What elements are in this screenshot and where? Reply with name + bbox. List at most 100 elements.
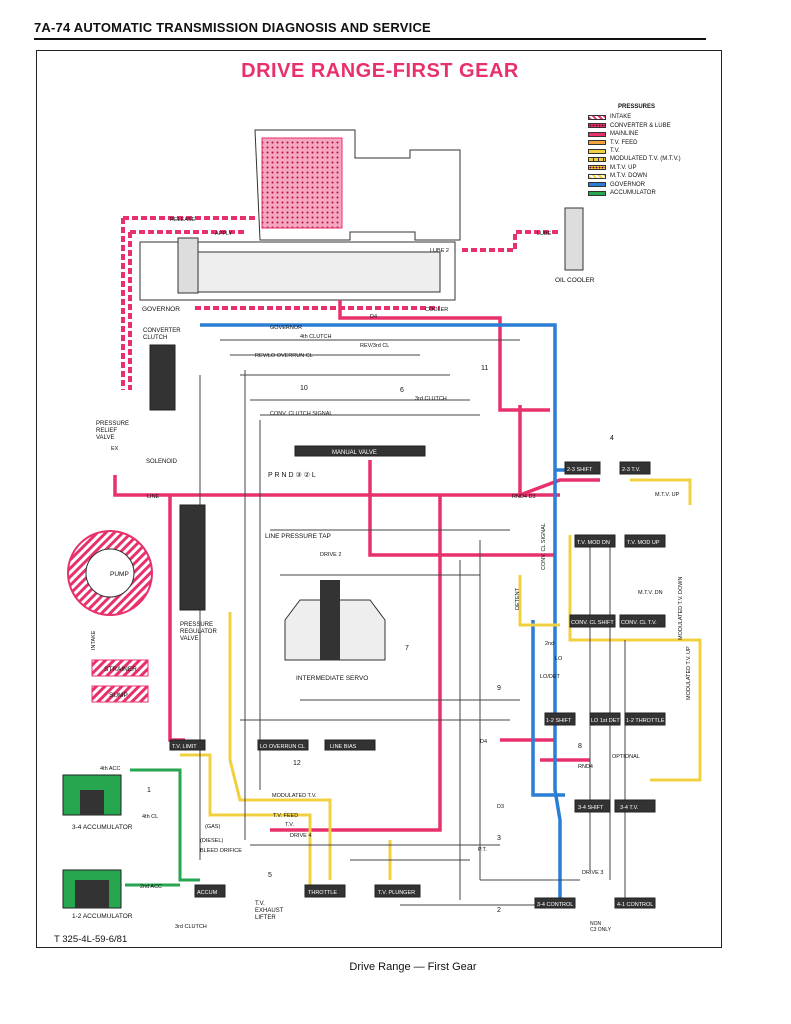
accumulator-34 bbox=[62, 774, 122, 816]
accumulator-lines bbox=[125, 768, 200, 887]
label-lo: LO bbox=[555, 656, 563, 662]
label-lube2: LUBE 2 bbox=[430, 248, 449, 254]
label-3rd-clutch: 3rd CLUTCH bbox=[415, 396, 447, 402]
label-2-3-shift: 2-3 SHIFT bbox=[567, 467, 593, 473]
label-ex: EX bbox=[111, 446, 119, 452]
legend-item: M.T.V. UP bbox=[588, 164, 681, 172]
legend-item: MAINLINE bbox=[588, 130, 681, 138]
pump bbox=[67, 530, 153, 616]
label-3-4-control: 3-4 CONTROL bbox=[537, 902, 573, 908]
legend-item: INTAKE bbox=[588, 113, 681, 121]
label-solenoid: SOLENOID bbox=[146, 459, 178, 465]
label-lube: LUBE bbox=[537, 231, 552, 237]
marker-1: 1 bbox=[147, 787, 151, 794]
intermediate-servo bbox=[284, 580, 386, 661]
label-release: RELEASE bbox=[170, 217, 196, 223]
label-1-2-throttle: 1-2 THROTTLE bbox=[626, 718, 665, 724]
legend-swatch bbox=[588, 123, 606, 129]
label-rnd4: RND4 bbox=[578, 764, 593, 770]
label-2nd-acc: 2nd ACC bbox=[140, 884, 162, 890]
label-2-3-tv: 2-3 T.V. bbox=[622, 467, 641, 473]
legend-label: MAINLINE bbox=[610, 131, 639, 138]
label-accum: ACCUM bbox=[197, 890, 218, 896]
label-drive2: DRIVE 2 bbox=[320, 552, 341, 558]
marker-10: 10 bbox=[300, 385, 308, 392]
legend-swatch bbox=[588, 165, 606, 171]
figure-caption: Drive Range — First Gear bbox=[349, 961, 477, 973]
label-sump: SUMP bbox=[109, 692, 128, 699]
legend-swatch bbox=[588, 148, 606, 154]
legend-item: T.V. bbox=[588, 147, 681, 155]
label-tv-limit: T.V. LIMIT bbox=[172, 744, 197, 750]
marker-12: 12 bbox=[293, 760, 301, 767]
label-line-pressure-tap: LINE PRESSURE TAP bbox=[265, 533, 331, 540]
figure-id: T 325-4L-59-6/81 bbox=[54, 934, 128, 945]
marker-6: 6 bbox=[400, 387, 404, 394]
label-conv-cl-tv: CONV. CL T.V. bbox=[621, 620, 657, 626]
label-rev3rd: REV/3rd CL bbox=[360, 343, 389, 349]
label-2nd: 2nd bbox=[545, 641, 554, 647]
label-d4: D4 bbox=[480, 739, 487, 745]
label-intake: INTAKE bbox=[91, 630, 97, 650]
label-tv-feed: T.V. FEED bbox=[273, 813, 298, 819]
label-line: LINE bbox=[147, 494, 160, 500]
page-header: 7A-74 AUTOMATIC TRANSMISSION DIAGNOSIS A… bbox=[34, 20, 431, 35]
header-rule bbox=[34, 38, 706, 40]
label-4-1-control: 4-1 CONTROL bbox=[617, 902, 653, 908]
label-conv-clutch-signal: CONV. CLUTCH SIGNAL bbox=[270, 411, 332, 417]
label-4th-acc: 4th ACC bbox=[100, 766, 121, 772]
legend-item: M.T.V. DOWN bbox=[588, 172, 681, 180]
oil-cooler bbox=[564, 207, 584, 271]
valves bbox=[149, 344, 666, 909]
legend-label: CONVERTER & LUBE bbox=[610, 122, 671, 129]
legend-item: GOVERNOR bbox=[588, 181, 681, 189]
legend-label: T.V. FEED bbox=[610, 139, 638, 146]
label-d3: D3 bbox=[497, 804, 504, 810]
marker-3: 3 bbox=[497, 835, 501, 842]
label-3-4-shift: 3-4 SHIFT bbox=[578, 805, 604, 811]
diagram-frame bbox=[36, 50, 722, 948]
label-pt: P.T. bbox=[478, 847, 487, 853]
legend-item: ACCUMULATOR bbox=[588, 189, 681, 197]
mainline-lines bbox=[113, 300, 600, 832]
label-mtv-up: M.T.V. UP bbox=[655, 492, 680, 498]
legend-label: INTAKE bbox=[610, 114, 632, 121]
marker-4: 4 bbox=[610, 435, 614, 442]
label-strainer: STRAINER bbox=[104, 666, 137, 673]
label-bleed-orifice: BLEED ORIFICE bbox=[200, 848, 242, 854]
legend-swatch bbox=[588, 190, 606, 196]
legend-label: M.T.V. UP bbox=[610, 164, 637, 171]
label-lo-det: LO/DET bbox=[540, 674, 561, 680]
marker-5: 5 bbox=[268, 872, 272, 879]
legend-item: MODULATED T.V. (M.T.V.) bbox=[588, 155, 681, 163]
label-modulated-tv: MODULATED T.V. bbox=[272, 793, 317, 799]
label-cooler: COOLER bbox=[425, 307, 448, 313]
legend-label: ACCUMULATOR bbox=[610, 189, 656, 196]
strainer bbox=[91, 659, 149, 677]
label-governor-line: GOVERNOR bbox=[270, 325, 302, 331]
label-apply: APPLY bbox=[215, 231, 233, 237]
label-diesel: (DIESEL) bbox=[200, 838, 223, 844]
label-conv-cl-shift: CONV. CL SHIFT bbox=[571, 620, 614, 626]
label-3rd-clutch-bottom: 3rd CLUTCH bbox=[175, 924, 207, 930]
passages bbox=[199, 339, 626, 906]
label-tv-plunger: T.V. PLUNGER bbox=[378, 890, 415, 896]
diagram-title: DRIVE RANGE-FIRST GEAR bbox=[241, 60, 519, 82]
label-tv-mod-dn: T.V. MOD DN bbox=[577, 540, 610, 546]
legend-swatch bbox=[588, 157, 606, 163]
label-detent: DETENT bbox=[515, 587, 521, 610]
label-d4-top: D4 bbox=[370, 314, 377, 320]
legend-item: CONVERTER & LUBE bbox=[588, 122, 681, 130]
label-conv-cl-signal: CONV. CL SIGNAL bbox=[541, 523, 547, 570]
label-tv: T.V. bbox=[285, 822, 294, 828]
label-mod-tv-up: MODULATED T.V. UP bbox=[686, 646, 692, 700]
label-intermediate-servo: INTERMEDIATE SERVO bbox=[296, 675, 368, 682]
label-mod-tv-down: MODULATED T.V. DOWN bbox=[678, 577, 684, 640]
